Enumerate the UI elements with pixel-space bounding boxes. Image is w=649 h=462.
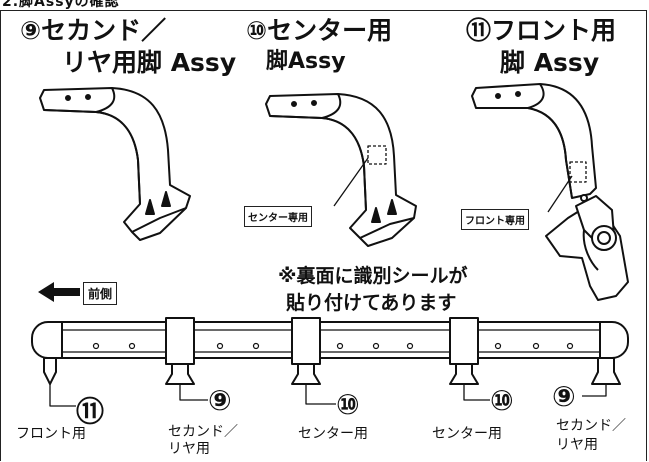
callout-number: ⑨ bbox=[552, 380, 576, 413]
callout-number: ⑩ bbox=[490, 384, 514, 417]
front-direction-label: 前側 bbox=[83, 282, 118, 305]
front-only-tag: フロント専用 bbox=[461, 209, 529, 230]
center-only-tag: センター専用 bbox=[244, 206, 312, 227]
bar-label-second-line1: セカンド／ bbox=[168, 424, 238, 440]
section-heading: 2.脚Assyの確認 bbox=[2, 0, 120, 10]
bar-label-rear-line1: セカンド／ bbox=[556, 418, 626, 434]
diagram-frame bbox=[0, 10, 647, 461]
part-10-title-line1: ⑩センター用 bbox=[246, 16, 393, 45]
bar-label-front: フロント用 bbox=[16, 426, 86, 442]
part-9-title-line1: ⑨セカンド／ bbox=[20, 16, 167, 45]
callout-number: ⑩ bbox=[336, 388, 360, 421]
part-11-title-line2: 脚 Assy bbox=[500, 48, 600, 77]
part-11-title-line1: ⑪フロント用 bbox=[466, 16, 617, 45]
bar-label-center: センター用 bbox=[432, 426, 502, 442]
bar-label-second-line2: リヤ用 bbox=[168, 441, 210, 457]
part-10-title-line2: 脚Assy bbox=[266, 49, 346, 74]
leg-10-drawing bbox=[265, 93, 417, 247]
note-line2: 貼り付けてあります bbox=[286, 292, 457, 314]
note-line1: ※裏面に識別シールが bbox=[278, 265, 468, 287]
header-cut: 2.脚Assyの確認 bbox=[0, 0, 649, 10]
roof-bar-drawing bbox=[31, 317, 629, 385]
leg-9-drawing bbox=[39, 87, 191, 241]
leader-lines bbox=[49, 384, 607, 407]
callout-number: ⑨ bbox=[208, 384, 232, 417]
leg-11-drawing bbox=[471, 83, 629, 301]
part-9-title-line2: リヤ用脚 Assy bbox=[62, 48, 237, 77]
front-arrow bbox=[38, 282, 80, 302]
callout-number: ⑪ bbox=[76, 395, 105, 428]
bar-label-center: センター用 bbox=[298, 426, 368, 442]
bar-label-rear-line2: リヤ用 bbox=[556, 437, 598, 453]
